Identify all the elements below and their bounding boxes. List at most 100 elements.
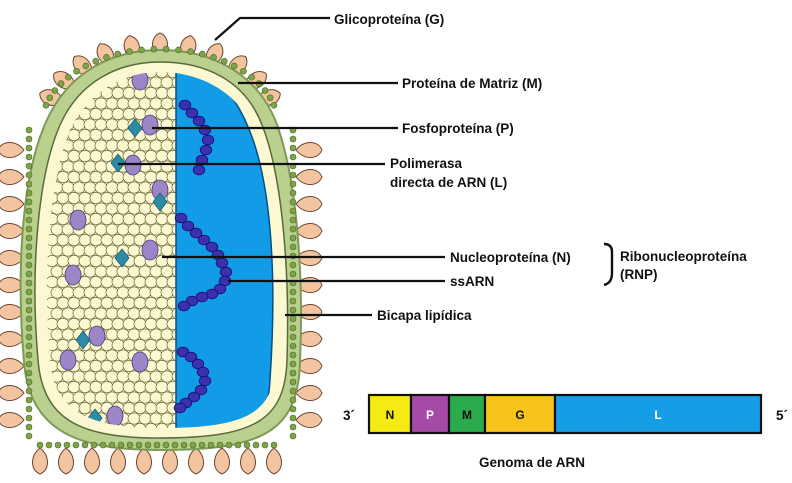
nucleoprotein-bead (84, 203, 96, 214)
nucleoprotein-bead (156, 297, 168, 308)
nucleoprotein-bead (112, 276, 124, 287)
nucleoprotein-bead (123, 213, 135, 224)
nucleoprotein-bead (106, 350, 118, 361)
nucleoprotein-bead (145, 87, 157, 98)
nucleoprotein-bead (128, 182, 140, 193)
nucleoprotein-bead (139, 182, 151, 193)
nucleoprotein-bead (51, 329, 63, 340)
phosphoprotein (60, 350, 76, 370)
nucleoprotein-bead (57, 255, 69, 266)
label-rnp-line2: (RNP) (620, 267, 658, 282)
matrix-dot (26, 280, 32, 286)
matrix-dot (58, 81, 64, 87)
matrix-dot (26, 352, 32, 358)
rna-bead (220, 267, 232, 277)
matrix-dot (199, 51, 205, 57)
nucleoprotein-bead (156, 360, 168, 371)
nucleoprotein-bead (112, 108, 124, 119)
matrix-dot (145, 442, 151, 448)
matrix-dot (26, 415, 32, 421)
nucleoprotein-bead (95, 392, 107, 403)
nucleoprotein-bead (101, 108, 113, 119)
nucleoprotein-bead (128, 203, 140, 214)
matrix-dot (290, 316, 296, 322)
nucleoprotein-bead (123, 381, 135, 392)
rna-bead (199, 125, 211, 135)
nucleoprotein-bead (84, 371, 96, 382)
genome-segment-label: N (386, 408, 395, 422)
matrix-dot (290, 235, 296, 241)
nucleoprotein-bead (95, 224, 107, 235)
glycoprotein-spike (0, 170, 24, 185)
matrix-dot (290, 361, 296, 367)
nucleoprotein-bead (101, 297, 113, 308)
matrix-dot (37, 442, 43, 448)
nucleoprotein-bead (79, 171, 91, 182)
matrix-dot (26, 379, 32, 385)
matrix-dot (290, 262, 296, 268)
nucleoprotein-bead (90, 150, 102, 161)
genome-5-prime: 5´ (776, 408, 788, 423)
nucleoprotein-bead (150, 140, 162, 151)
matrix-dot (290, 334, 296, 340)
matrix-dot (249, 74, 255, 80)
glycoprotein-spike (296, 170, 322, 185)
nucleoprotein-bead (123, 276, 135, 287)
nucleoprotein-bead (73, 392, 85, 403)
nucleoprotein-bead (62, 245, 74, 256)
nucleoprotein-bead (51, 266, 63, 277)
genome-segment-label: L (654, 408, 661, 422)
matrix-dot (26, 433, 32, 439)
matrix-dot (26, 343, 32, 349)
nucleoprotein-bead (84, 392, 96, 403)
nucleoprotein-bead (161, 245, 173, 256)
nucleoprotein-bead (79, 402, 91, 413)
matrix-dot (290, 271, 296, 277)
matrix-dot (26, 397, 32, 403)
matrix-dot (26, 325, 32, 331)
label-nucleoprotein: Nucleoproteína (N) (450, 250, 571, 265)
nucleoprotein-bead (139, 140, 151, 151)
label-polymerase-line2: directa de ARN (L) (390, 175, 507, 190)
matrix-dot (217, 442, 223, 448)
matrix-dot (154, 442, 160, 448)
nucleoprotein-bead (128, 98, 140, 109)
genome-3-prime: 3´ (343, 408, 355, 423)
label-matrix-protein: Proteína de Matriz (M) (402, 76, 542, 91)
glycoprotein-spike (59, 448, 74, 474)
nucleoprotein-bead (145, 213, 157, 224)
nucleoprotein-bead (95, 182, 107, 193)
rna-bead (178, 301, 190, 311)
nucleoprotein-bead (57, 192, 69, 203)
nucleoprotein-bead (161, 140, 173, 151)
nucleoprotein-bead (106, 308, 118, 319)
nucleoprotein-bead (62, 371, 74, 382)
rna-bead (179, 100, 191, 110)
matrix-dot (43, 102, 49, 108)
nucleoprotein-bead (145, 150, 157, 161)
nucleoprotein-bead (117, 224, 129, 235)
nucleoprotein-bead (90, 234, 102, 245)
nucleoprotein-bead (161, 350, 173, 361)
nucleoprotein-bead (90, 381, 102, 392)
nucleoprotein-bead (156, 318, 168, 329)
nucleoprotein-bead (73, 287, 85, 298)
nucleoprotein-bead (128, 245, 140, 256)
matrix-dot (290, 406, 296, 412)
matrix-dot (26, 145, 32, 151)
nucleoprotein-bead (112, 297, 124, 308)
matrix-dot (26, 136, 32, 142)
nucleoprotein-bead (128, 329, 140, 340)
nucleoprotein-bead (134, 192, 146, 203)
nucleoprotein-bead (51, 308, 63, 319)
matrix-dot (74, 68, 80, 74)
matrix-dot (55, 442, 61, 448)
nucleoprotein-bead (95, 119, 107, 130)
matrix-dot (26, 298, 32, 304)
nucleoprotein-bead (134, 381, 146, 392)
nucleoprotein-bead (84, 161, 96, 172)
nucleoprotein-bead (101, 381, 113, 392)
matrix-dot (26, 361, 32, 367)
nucleoprotein-bead (161, 308, 173, 319)
matrix-dot (290, 208, 296, 214)
